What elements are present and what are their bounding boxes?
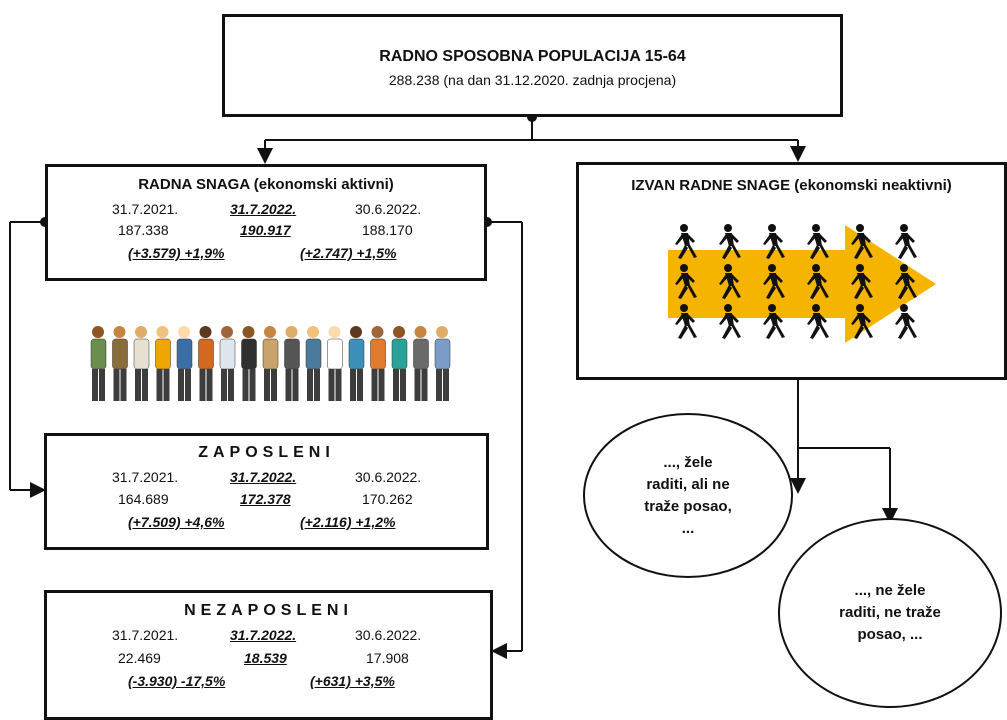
labour-force-change-1: (+3.579) +1,9% (128, 245, 225, 261)
unemployed-value-2: 18.539 (244, 650, 287, 666)
unemployed-value-1: 22.469 (118, 650, 161, 666)
want-work-ellipse: ..., žele raditi, ali ne traže posao, ..… (583, 413, 793, 578)
labour-force-date-3: 30.6.2022. (355, 201, 422, 217)
unemployed-value-3: 17.908 (366, 650, 409, 666)
employed-value-3: 170.262 (362, 491, 413, 507)
employed-value-2: 172.378 (240, 491, 291, 507)
employed-date-1: 31.7.2021. (112, 469, 179, 485)
not-want-work-ellipse: ..., ne žele raditi, ne traže posao, ... (778, 518, 1002, 708)
labour-force-change-2: (+2.747) +1,5% (300, 245, 397, 261)
labour-force-title: RADNA SNAGA (ekonomski aktivni) (138, 176, 394, 193)
labour-force-box (45, 164, 487, 281)
employed-value-1: 164.689 (118, 491, 169, 507)
workers-group-icon (90, 326, 451, 401)
labour-force-date-2: 31.7.2022. (230, 201, 297, 217)
employed-change-2: (+2.116) +1,2% (300, 514, 396, 530)
employed-date-3: 30.6.2022. (355, 469, 422, 485)
employed-change-1: (+7.509) +4,6% (128, 514, 225, 530)
unemployed-change-2: (+631) +3,5% (310, 673, 395, 689)
unemployed-change-1: (-3.930) -17,5% (128, 673, 226, 689)
unemployed-date-2: 31.7.2022. (230, 627, 297, 643)
working-age-population-subtitle: 288.238 (na dan 31.12.2020. zadnja procj… (388, 72, 677, 88)
labour-force-value-1: 187.338 (118, 222, 169, 238)
unemployed-date-1: 31.7.2021. (112, 627, 179, 643)
unemployed-date-3: 30.6.2022. (355, 627, 422, 643)
employed-box (44, 433, 489, 550)
employed-title: ZAPOSLENI (198, 444, 335, 461)
working-age-population-title: RADNO SPOSOBNA POPULACIJA 15-64 (379, 48, 686, 65)
labour-force-value-2: 190.917 (240, 222, 291, 238)
outside-labour-force-title: IZVAN RADNE SNAGE (ekonomski neaktivni) (631, 177, 952, 194)
walking-people-icon (668, 224, 936, 343)
want-work-text: ..., žele raditi, ali ne traže posao, ..… (644, 453, 732, 537)
labour-force-date-1: 31.7.2021. (112, 201, 179, 217)
employed-date-2: 31.7.2022. (230, 469, 297, 485)
working-age-population-box (222, 14, 843, 117)
labour-force-value-3: 188.170 (362, 222, 413, 238)
unemployed-title: NEZAPOSLENI (184, 602, 353, 619)
not-want-work-text: ..., ne žele raditi, ne traže posao, ... (839, 582, 941, 643)
